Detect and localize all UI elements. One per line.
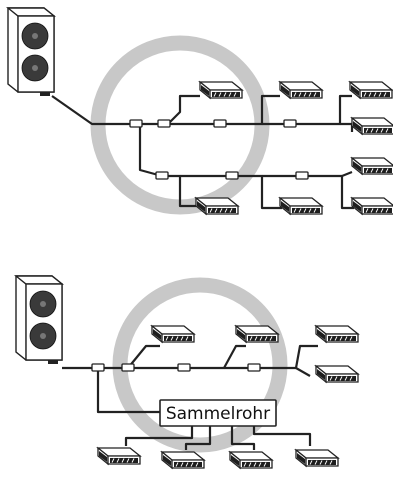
branch-joint [225,171,239,180]
cassette-unit [195,197,239,215]
branch-joint [129,119,143,128]
cassette-unit [315,365,359,383]
branch-joints-top [129,119,309,180]
outdoor-unit-bottom [15,275,63,365]
branch-joint [213,119,227,128]
branch-joint [157,119,171,128]
cassette-unit [351,197,393,215]
cassette-unit [199,81,243,99]
header-sammelrohr: Sammelrohr [159,399,277,427]
cassette-unit [351,117,393,135]
cassette-unit [279,197,323,215]
cassette-unit [235,325,279,343]
cassette-unit [279,81,323,99]
header-box [159,399,277,427]
cassette-unit [295,449,339,467]
cassette-unit [229,451,273,469]
branch-joint [247,363,261,372]
branch-joint [295,171,309,180]
cassette-unit [151,325,195,343]
branch-joint [283,119,297,128]
cassette-unit [97,447,141,465]
branch-joint [121,363,135,372]
cassette-unit [161,451,205,469]
header-label: Sammelrohr [166,404,270,424]
cassette-unit [351,157,393,175]
branch-joint [155,171,169,180]
branch-joints-bottom [91,363,261,372]
branch-joint [177,363,191,372]
cassette-unit [315,325,359,343]
branch-joint [91,363,105,372]
cassette-unit [349,81,393,99]
outdoor-unit-top [7,7,55,97]
refrigerant-piping-top [51,94,354,210]
